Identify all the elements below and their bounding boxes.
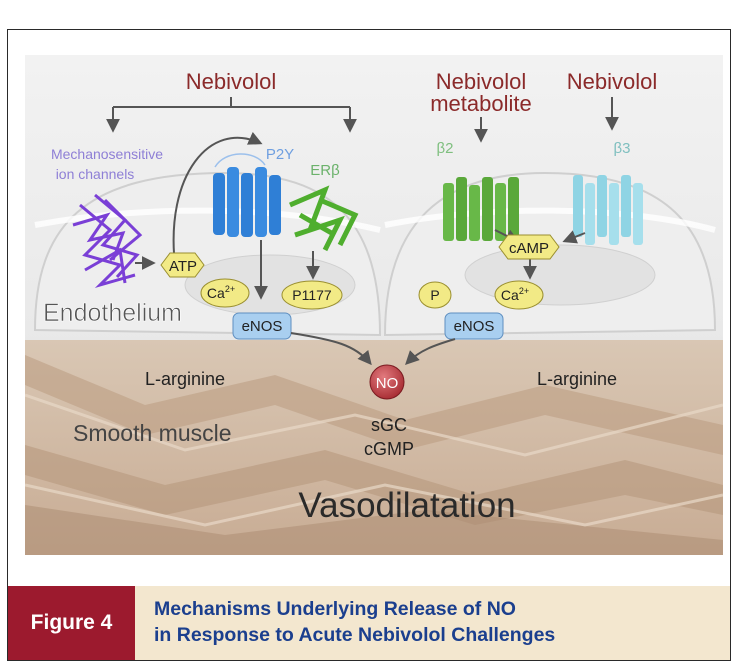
p-text: P [430, 287, 439, 303]
atp-text: ATP [169, 258, 197, 275]
beta2-receptor-icon [443, 177, 519, 241]
no-molecule: NO [369, 364, 405, 400]
calcium-left: Ca2+ [200, 278, 250, 308]
figure-title-line2: in Response to Acute Nebivolol Challenge… [154, 624, 556, 646]
phospho-p-molecule: P [418, 281, 452, 309]
drug-nebivolol-left: Nebivolol [186, 69, 277, 94]
cgmp-text: cGMP [364, 439, 414, 459]
beta3-label: β3 [614, 140, 631, 157]
camp-molecule: cAMP [498, 234, 560, 260]
endothelium-label: Endothelium [43, 299, 182, 327]
er-beta-receptor-icon [289, 185, 359, 252]
larginine-left-label: L-arginine [145, 369, 225, 389]
enos-right-text: eNOS [454, 318, 495, 335]
enos-right-box: eNOS [444, 312, 504, 340]
no-text: NO [376, 375, 399, 392]
atp-to-p2y-arrow [172, 131, 263, 266]
beta2-label: β2 [437, 140, 454, 157]
p1177-text: P1177 [292, 287, 332, 303]
drug-metabolite-line2: metabolite [430, 91, 532, 116]
figure-title: Mechanisms Underlying Release of NO in R… [154, 596, 714, 648]
mechano-label-line2: ion channels [56, 166, 135, 182]
sgc-text: sGC [371, 415, 407, 435]
beta3-receptor-icon [573, 175, 643, 245]
enos-left-text: eNOS [242, 318, 283, 335]
er-beta-label: ERβ [310, 162, 340, 179]
mechano-label-line1: Mechanosensitive [51, 146, 163, 162]
drug-metabolite-line1: Nebivolol [436, 69, 527, 94]
figure-number-label: Figure 4 [8, 586, 135, 660]
camp-text: cAMP [509, 240, 549, 257]
larginine-right-label: L-arginine [537, 369, 617, 389]
figure-caption: Figure 4 Mechanisms Underlying Release o… [8, 586, 730, 660]
p2y-label: P2Y [266, 146, 294, 163]
enos-to-no-arrows [290, 332, 456, 366]
drug-nebivolol-right: Nebivolol [567, 69, 658, 94]
p1177-molecule: P1177 [281, 280, 343, 310]
enos-left-box: eNOS [232, 312, 292, 340]
svg-text:Ca2+: Ca2+ [207, 284, 235, 301]
atp-molecule: ATP [160, 252, 205, 278]
smooth-muscle-label: Smooth muscle [73, 420, 232, 446]
nebivolol-branch-arrows [106, 97, 619, 143]
p2y-receptor-icon [213, 153, 281, 237]
svg-text:Ca2+: Ca2+ [501, 286, 529, 303]
mechanism-diagram: Nebivolol Nebivolol metabolite Nebivolol… [24, 55, 724, 555]
calcium-right: Ca2+ [494, 280, 544, 310]
mechanosensitive-channel-icon [72, 193, 143, 289]
vasodilatation-label: Vasodilatation [298, 486, 515, 525]
figure-title-line1: Mechanisms Underlying Release of NO [154, 598, 516, 620]
